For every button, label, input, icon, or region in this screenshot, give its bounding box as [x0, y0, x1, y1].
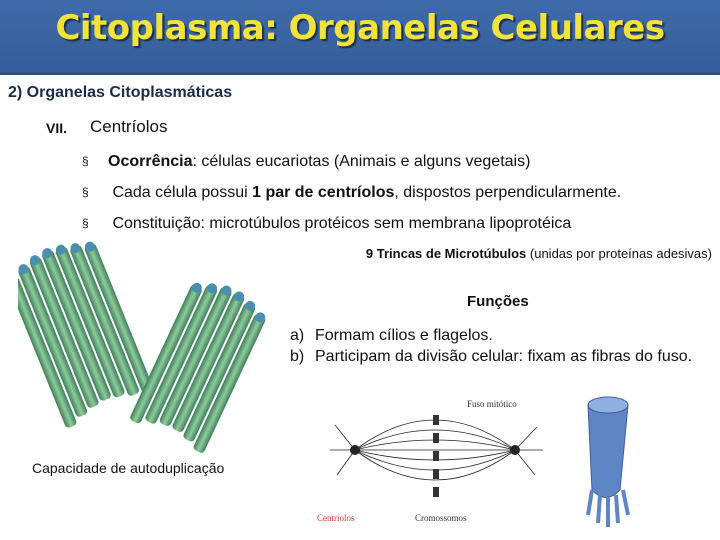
funcao-text: Participam da divisão celular: fixam as … — [315, 348, 693, 365]
centriole-left — [18, 241, 154, 428]
bullet-text: Cada célula possui — [112, 184, 253, 201]
centriole-dot-right — [510, 445, 520, 455]
bullet-list: § Ocorrência: células eucariotas (Animais… — [82, 150, 621, 243]
capacidade-caption: Capacidade de autoduplicação — [32, 460, 225, 476]
label-centriolos: Centríolos — [317, 513, 355, 523]
trincas-caption: 9 Trincas de Microtúbulos (unidas por pr… — [366, 246, 712, 261]
chromosomes — [433, 415, 439, 497]
bullet-text-end: , dispostos perpendicularmente. — [394, 184, 622, 201]
bullet-text: Constituição: microtúbulos protéicos sem… — [112, 215, 572, 232]
centriole-right — [130, 282, 266, 453]
subtitle: 2) Organelas Citoplasmáticas — [8, 84, 233, 101]
bullet-text: : células eucariotas (Animais e alguns v… — [192, 153, 531, 170]
bullet-item: § Ocorrência: células eucariotas (Animais… — [82, 150, 621, 181]
centriole-dot-left — [350, 445, 360, 455]
bullet-item: § Constituição: microtúbulos protéicos s… — [82, 212, 621, 243]
funcao-text: Formam cílios e flagelos. — [315, 327, 493, 344]
section-number: VII. — [46, 120, 68, 136]
bullet-bold: Ocorrência — [108, 153, 193, 170]
trincas-rest: (unidas por proteínas adesivas) — [526, 246, 712, 261]
label-fuso: Fuso mitótico — [467, 399, 517, 409]
trincas-bold: 9 Trincas de Microtúbulos — [365, 246, 527, 261]
label-cromossomos: Cromossomos — [415, 513, 467, 523]
bullet-item: § Cada célula possui 1 par de centríolos… — [82, 181, 621, 212]
funcao-item: a) Formam cílios e flagelos. — [290, 325, 715, 346]
funcao-label: b) — [290, 348, 305, 365]
bullet-marker: § — [82, 185, 89, 199]
slide-title: Citoplasma: Organelas Celulares — [55, 8, 665, 48]
centriole-illustration — [18, 241, 266, 453]
bullet-marker: § — [82, 216, 89, 230]
funcao-item: b) Participam da divisão celular: fixam a… — [290, 346, 715, 367]
mitotic-spindle-diagram: Fuso mitótico Centríolos Cromossomos — [317, 399, 543, 523]
bullet-marker: § — [82, 154, 89, 168]
section-title: Centríolos — [90, 117, 168, 136]
funcao-label: a) — [290, 327, 305, 344]
cilium-illustration — [586, 396, 630, 527]
funcoes-list: a) Formam cílios e flagelos. b) Participam… — [290, 325, 715, 367]
funcoes-title: Funções — [467, 293, 529, 310]
bullet-bold: 1 par de centríolos — [252, 184, 395, 201]
title-bar — [0, 0, 720, 75]
